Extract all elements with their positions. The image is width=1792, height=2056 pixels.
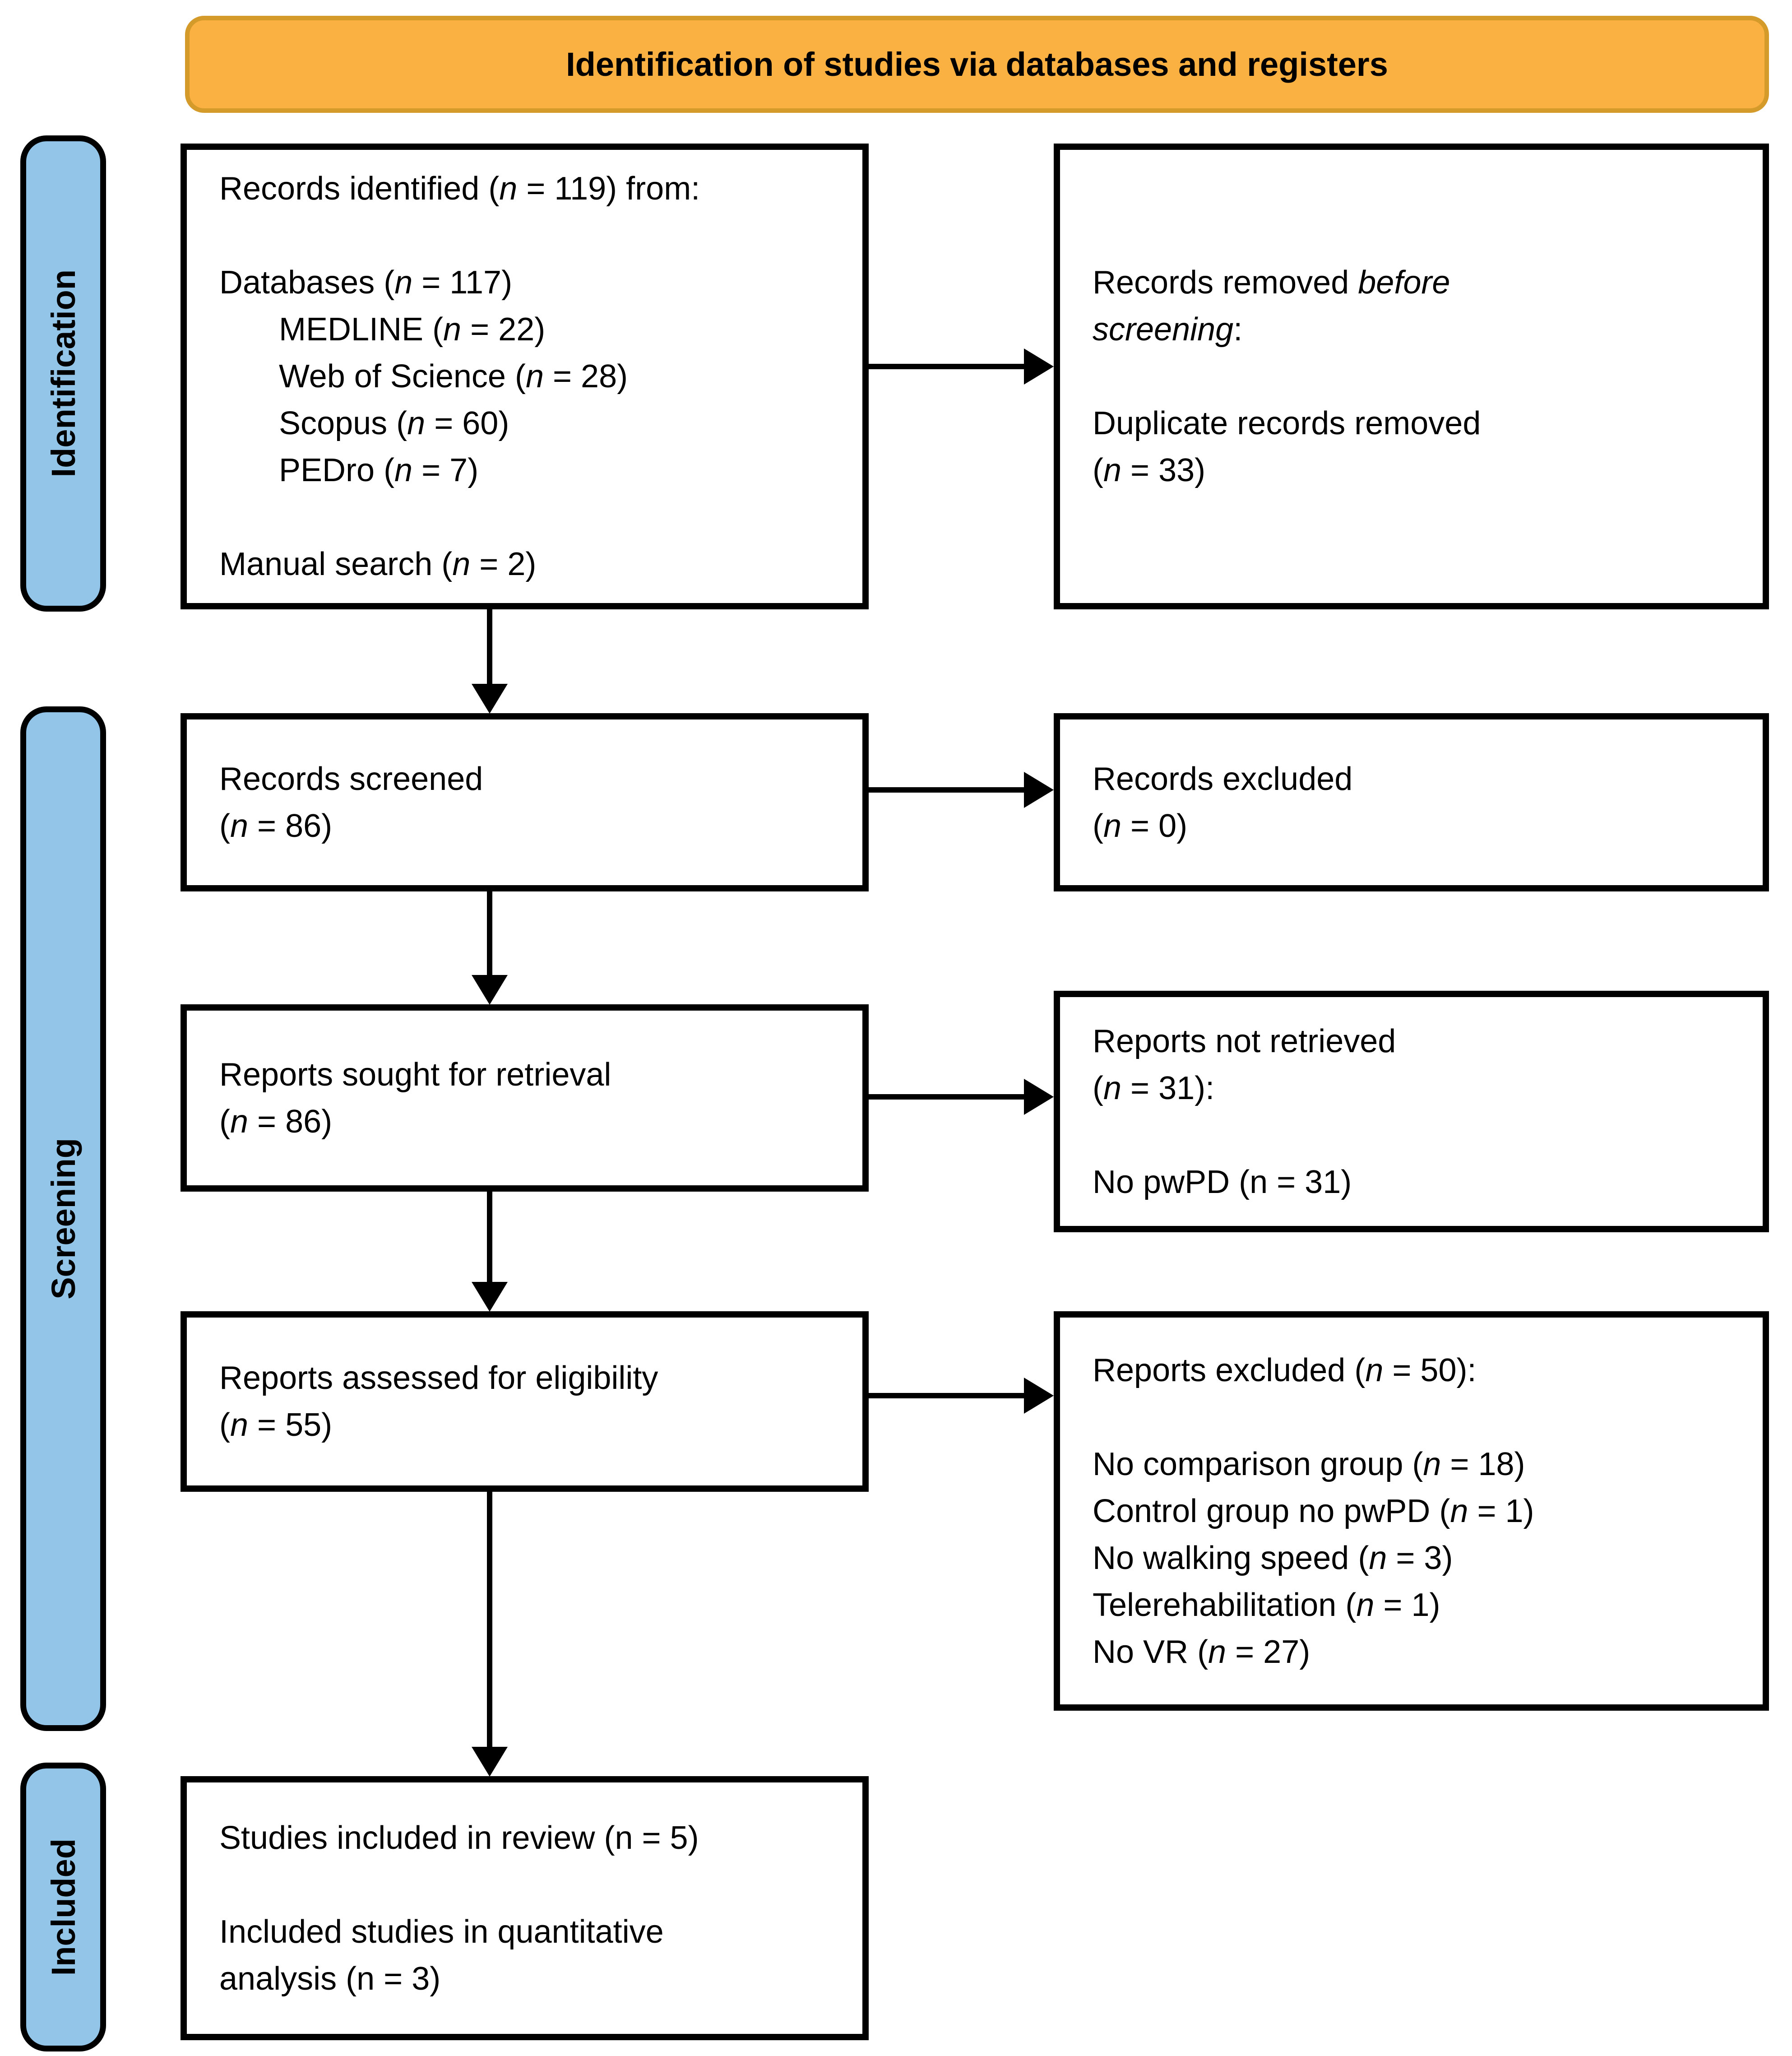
- box-text-line: [219, 494, 849, 541]
- box-text-line: Scopus (n = 60): [279, 405, 509, 441]
- box-studies-included: Studies included in review (n = 5) Inclu…: [181, 1776, 869, 2040]
- box-text-line: Manual search (n = 2): [219, 546, 537, 582]
- box-text-line: Records removed before: [1093, 265, 1450, 301]
- box-reports-not-retrieved: Reports not retrieved (n = 31): No pwPD (…: [1054, 991, 1769, 1232]
- box-text-line: [1093, 353, 1749, 400]
- box-text-line: Included studies in quantitative: [219, 1913, 664, 1950]
- box-text-line: No walking speed (n = 3): [1093, 1540, 1453, 1576]
- box-text-line: (n = 31):: [1093, 1070, 1215, 1106]
- box-text-line: PEDro (n = 7): [279, 452, 479, 488]
- box-text-line: [1093, 1394, 1749, 1441]
- box-records-identified: Records identified (n = 119) from: Datab…: [181, 144, 869, 609]
- arrow-sought-to-assessed-line: [487, 1192, 492, 1282]
- arrow-identified-to-removed-line: [869, 364, 1024, 369]
- box-text-line: Reports excluded (n = 50):: [1093, 1352, 1477, 1388]
- box-text-line: Reports not retrieved: [1093, 1023, 1396, 1059]
- box-reports-excluded: Reports excluded (n = 50): No comparison…: [1054, 1311, 1769, 1711]
- box-text-line: MEDLINE (n = 22): [279, 311, 546, 348]
- box-text-line: (n = 55): [219, 1407, 333, 1443]
- arrow-assessed-to-included-head: [472, 1747, 508, 1777]
- arrow-assessed-to-excluded-line: [869, 1393, 1024, 1398]
- box-text-line: [219, 1861, 849, 1908]
- diagram-title-banner: Identification of studies via databases …: [185, 16, 1769, 113]
- arrow-screened-to-excluded-head: [1024, 772, 1054, 808]
- box-text-line: Records identified (n = 119) from:: [219, 171, 700, 207]
- box-text-line: Web of Science (n = 28): [279, 358, 628, 394]
- box-text-line: Control group no pwPD (n = 1): [1093, 1493, 1534, 1529]
- box-text-line: [1093, 1112, 1749, 1159]
- box-text-line: screening:: [1093, 311, 1243, 348]
- box-text-line: (n = 0): [1093, 808, 1188, 844]
- box-text-line: Records screened: [219, 761, 483, 797]
- arrow-sought-to-not-retrieved-head: [1024, 1079, 1054, 1115]
- stage-label-identification-text: Identification: [44, 269, 82, 478]
- box-text-line: (n = 86): [219, 808, 333, 844]
- box-text-line: [219, 212, 849, 259]
- box-reports-sought: Reports sought for retrieval (n = 86): [181, 1004, 869, 1192]
- arrow-assessed-to-included-line: [487, 1492, 492, 1747]
- box-text-line: Duplicate records removed: [1093, 405, 1481, 441]
- arrow-sought-to-assessed-head: [472, 1282, 508, 1312]
- box-text-line: (n = 33): [1093, 452, 1206, 488]
- box-text-line: (n = 86): [219, 1103, 333, 1140]
- box-records-screened: Records screened (n = 86): [181, 713, 869, 891]
- box-text-line: No pwPD (n = 31): [1093, 1164, 1352, 1200]
- arrow-identified-to-screened-line: [487, 609, 492, 684]
- stage-label-included-text: Included: [44, 1838, 82, 1976]
- box-text-line: Studies included in review (n = 5): [219, 1819, 699, 1856]
- arrow-identified-to-screened-head: [472, 684, 508, 714]
- arrow-screened-to-sought-head: [472, 975, 508, 1005]
- box-text-line: Reports sought for retrieval: [219, 1056, 611, 1093]
- box-text-line: analysis (n = 3): [219, 1960, 441, 1997]
- box-text-line: Databases (n = 117): [219, 265, 513, 301]
- stage-label-identification: Identification: [20, 135, 106, 612]
- stage-label-included: Included: [20, 1763, 106, 2051]
- box-records-removed: Records removed before screening: Duplica…: [1054, 144, 1769, 609]
- arrow-screened-to-sought-line: [487, 891, 492, 975]
- stage-label-screening-text: Screening: [44, 1138, 82, 1300]
- box-text-line: Reports assessed for eligibility: [219, 1360, 658, 1396]
- box-text-line: Records excluded: [1093, 761, 1353, 797]
- box-text-line: Telerehabilitation (n = 1): [1093, 1587, 1440, 1623]
- diagram-title: Identification of studies via databases …: [566, 46, 1388, 83]
- arrow-identified-to-removed-head: [1024, 348, 1054, 385]
- box-text-line: No comparison group (n = 18): [1093, 1446, 1525, 1482]
- arrow-screened-to-excluded-line: [869, 787, 1024, 793]
- arrow-sought-to-not-retrieved-line: [869, 1094, 1024, 1100]
- box-reports-assessed: Reports assessed for eligibility (n = 55): [181, 1311, 869, 1492]
- stage-label-screening: Screening: [20, 706, 106, 1731]
- box-text-line: No VR (n = 27): [1093, 1634, 1310, 1670]
- box-records-excluded: Records excluded (n = 0): [1054, 713, 1769, 891]
- arrow-assessed-to-excluded-head: [1024, 1378, 1054, 1414]
